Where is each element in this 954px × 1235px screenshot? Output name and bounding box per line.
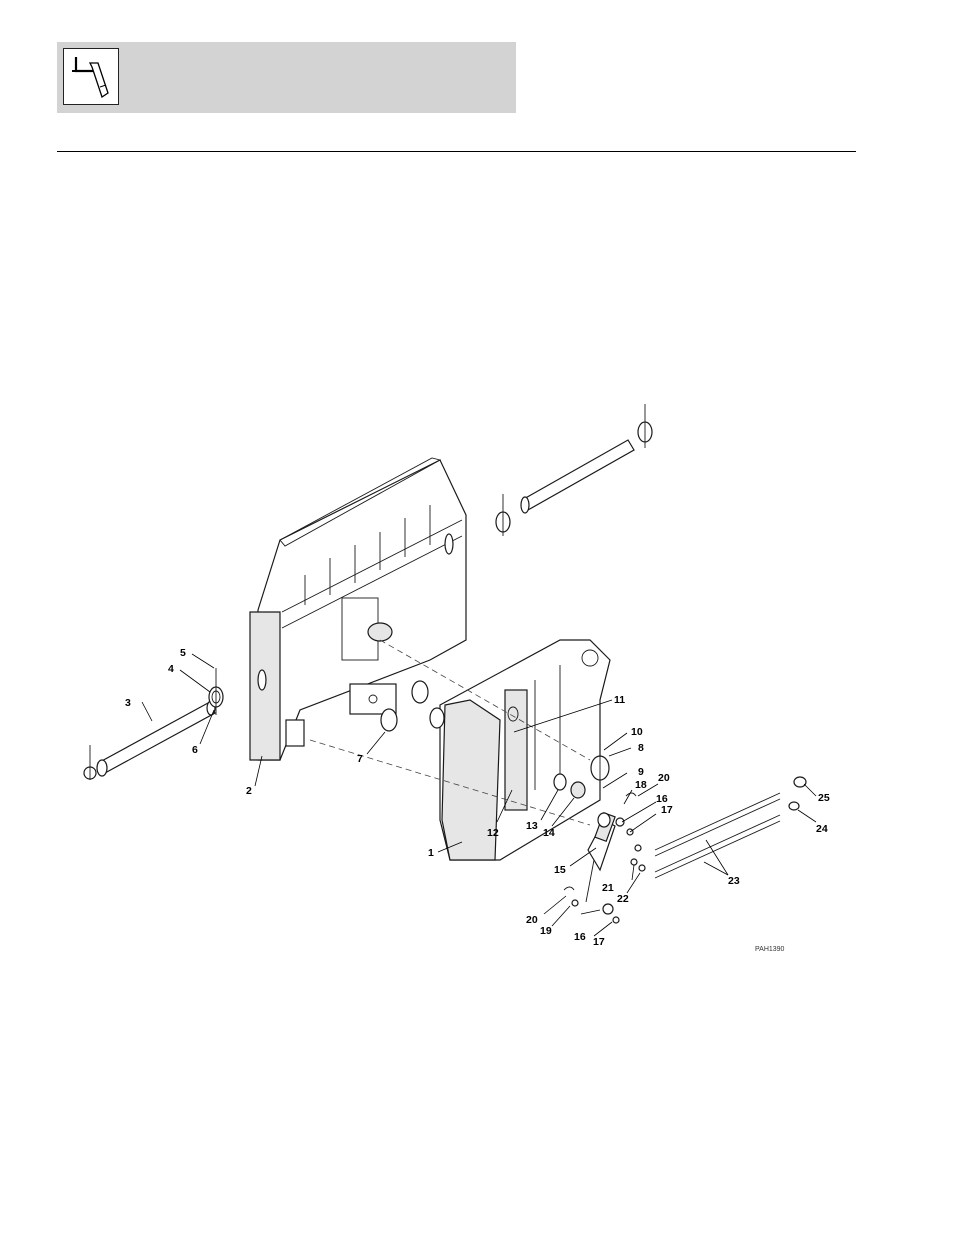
washer-part xyxy=(554,774,566,790)
callout-24: 24 xyxy=(816,823,828,835)
callout-13: 13 xyxy=(526,820,538,832)
callout-2: 2 xyxy=(246,785,252,797)
callout-18: 18 xyxy=(635,779,647,791)
callout-22: 22 xyxy=(617,893,629,905)
callout-6: 6 xyxy=(192,744,198,756)
callout-1: 1 xyxy=(428,847,434,859)
callout-25: 25 xyxy=(818,792,830,804)
nut-part xyxy=(571,782,585,798)
callout-20b: 20 xyxy=(526,914,538,926)
figure-reference: PAH1390 xyxy=(755,946,785,953)
callout-21: 21 xyxy=(602,882,614,894)
front-plate-part xyxy=(440,640,610,860)
bushing-part-2 xyxy=(412,681,428,703)
callout-11: 11 xyxy=(614,694,625,706)
callout-10: 10 xyxy=(631,726,643,738)
callout-20a: 20 xyxy=(658,772,670,784)
callout-19: 19 xyxy=(540,925,552,937)
upper-pin-part xyxy=(496,404,652,536)
callout-14: 14 xyxy=(543,827,555,839)
callout-3: 3 xyxy=(125,697,131,709)
bushing-part xyxy=(381,709,397,731)
callout-8: 8 xyxy=(638,742,644,754)
callout-16b: 16 xyxy=(574,931,586,943)
callout-9: 9 xyxy=(638,766,644,778)
callout-15: 15 xyxy=(554,864,566,876)
callout-23: 23 xyxy=(728,875,740,887)
callout-17a: 17 xyxy=(661,804,673,816)
lower-pin-part xyxy=(84,701,215,780)
bushing-part-3 xyxy=(430,708,444,728)
callout-7: 7 xyxy=(357,753,363,765)
connector-fitting-part xyxy=(794,777,806,787)
callout-12: 12 xyxy=(487,827,499,839)
callout-5: 5 xyxy=(180,647,186,659)
callout-17b: 17 xyxy=(593,936,605,948)
callout-4: 4 xyxy=(168,663,174,675)
elbow-fitting-part xyxy=(789,802,799,810)
hose-assembly-part xyxy=(655,793,780,878)
